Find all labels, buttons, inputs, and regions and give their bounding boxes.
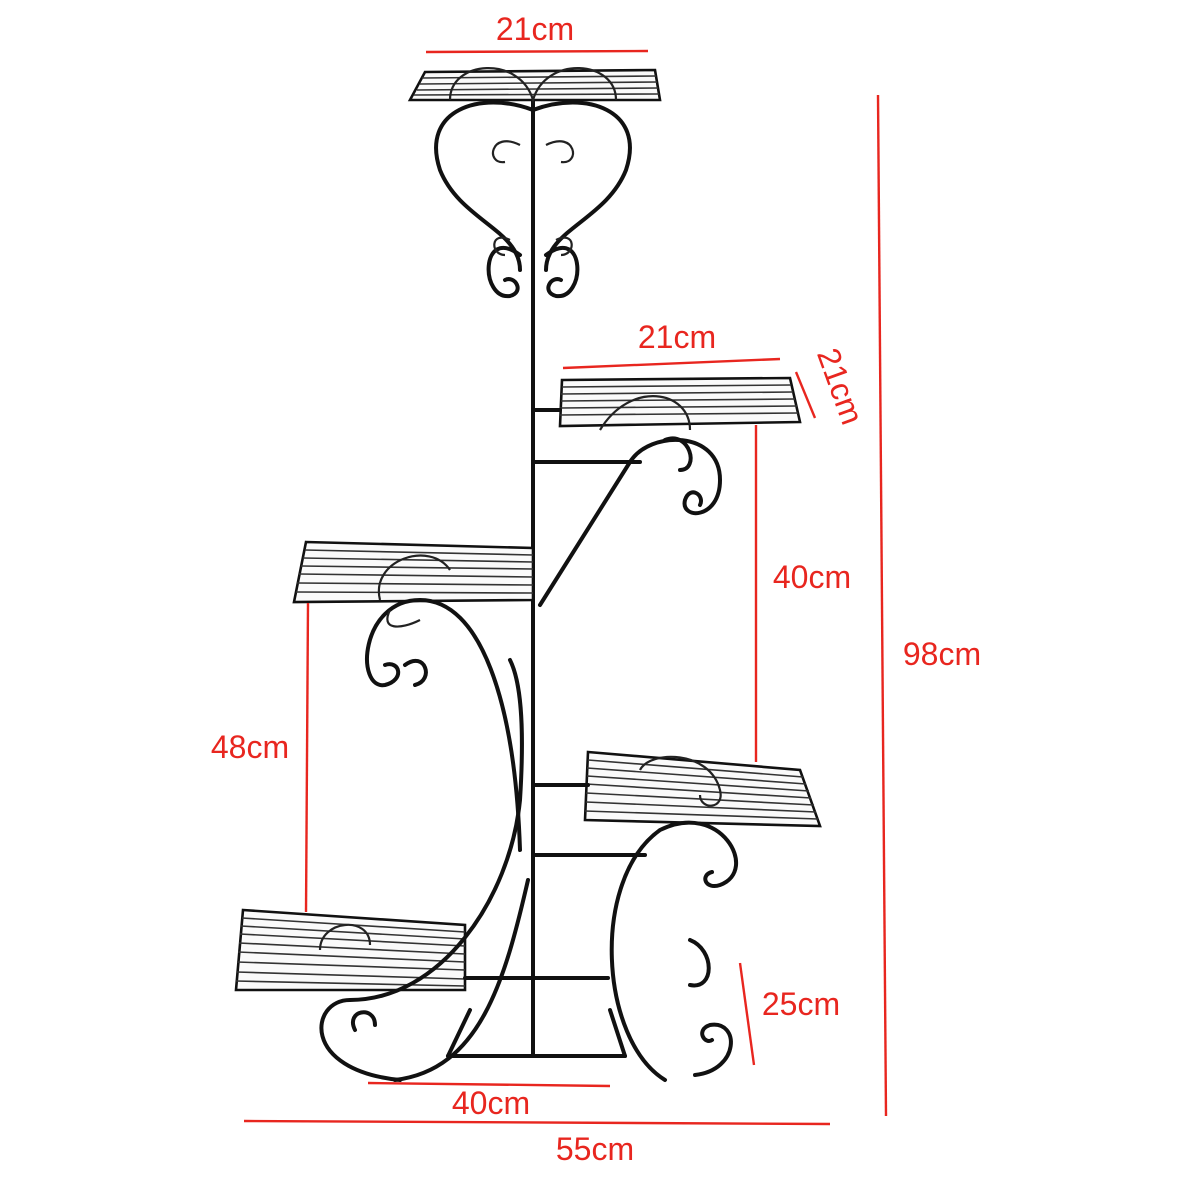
dim-label-top-shelf-width: 21cm [496, 11, 574, 47]
dim-left-shelf-gap: 48cm [211, 602, 310, 913]
dim-label-overall-height: 98cm [903, 636, 981, 672]
dim-overall-width: 55cm [243, 1119, 831, 1167]
dim-top-shelf-width: 21cm [425, 11, 649, 54]
dim-label-left-shelf-gap: 48cm [211, 729, 289, 765]
dim-label-upper-right-shelf-width: 21cm [638, 319, 716, 355]
dim-label-bottom-shelf-height: 25cm [762, 986, 840, 1022]
dim-overall-height: 98cm [876, 94, 981, 1117]
dim-base-width: 40cm [367, 1081, 611, 1121]
top-heart-scrolls [434, 100, 632, 299]
dim-upper-right-shelf-depth: 21cm [794, 343, 871, 429]
dim-right-shelf-gap: 40cm [754, 425, 851, 762]
dim-label-right-shelf-gap: 40cm [773, 559, 851, 595]
left-middle-shelf [292, 540, 535, 852]
left-bottom-shelf [234, 908, 610, 992]
plant-stand [234, 67, 822, 1082]
dim-upper-right-shelf-width: 21cm [562, 319, 781, 370]
base-frame [446, 1008, 627, 1058]
lower-right-shelf [531, 750, 822, 1082]
upper-right-shelf [531, 376, 802, 607]
dim-label-overall-width: 55cm [556, 1131, 634, 1167]
top-shelf [407, 67, 662, 104]
dim-label-base-width: 40cm [452, 1085, 530, 1121]
left-base-scroll [319, 658, 530, 1082]
dim-bottom-shelf-height: 25cm [738, 962, 840, 1066]
dim-label-upper-right-shelf-depth: 21cm [810, 343, 871, 429]
